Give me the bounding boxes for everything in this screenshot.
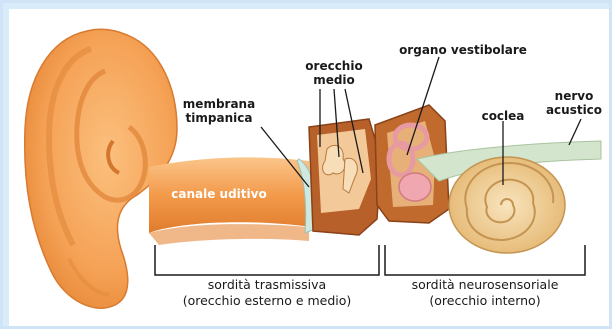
label-trasmissiva-line2: (orecchio esterno e medio) — [167, 293, 367, 309]
label-nervo-line2: acustico — [541, 103, 607, 117]
label-orecchio-medio: orecchio medio — [299, 59, 369, 87]
label-neuro-line1: sordità neurosensoriale — [389, 277, 581, 293]
label-trasmissiva-line1: sordità trasmissiva — [167, 277, 367, 293]
label-membrana-timpanica: membrana timpanica — [167, 97, 271, 125]
label-sordita-neurosensoriale: sordità neurosensoriale (orecchio intern… — [389, 277, 581, 309]
cochlea-shape — [449, 157, 565, 253]
label-orecchio-line2: medio — [299, 73, 369, 87]
label-organo-vestibolare: organo vestibolare — [383, 43, 543, 57]
label-canale-uditivo: canale uditivo — [159, 187, 279, 201]
label-membrana-line2: timpanica — [167, 111, 271, 125]
ear-canal — [149, 157, 313, 245]
label-orecchio-line1: orecchio — [299, 59, 369, 73]
diagram-panel: orecchio medio organo vestibolare membra… — [9, 9, 609, 326]
label-membrana-line1: membrana — [167, 97, 271, 111]
label-coclea: coclea — [463, 109, 543, 123]
label-nervo-line1: nervo — [541, 89, 607, 103]
label-sordita-trasmissiva: sordità trasmissiva (orecchio esterno e … — [167, 277, 367, 309]
label-neuro-line2: (orecchio interno) — [389, 293, 581, 309]
label-nervo-acustico: nervo acustico — [541, 89, 607, 117]
